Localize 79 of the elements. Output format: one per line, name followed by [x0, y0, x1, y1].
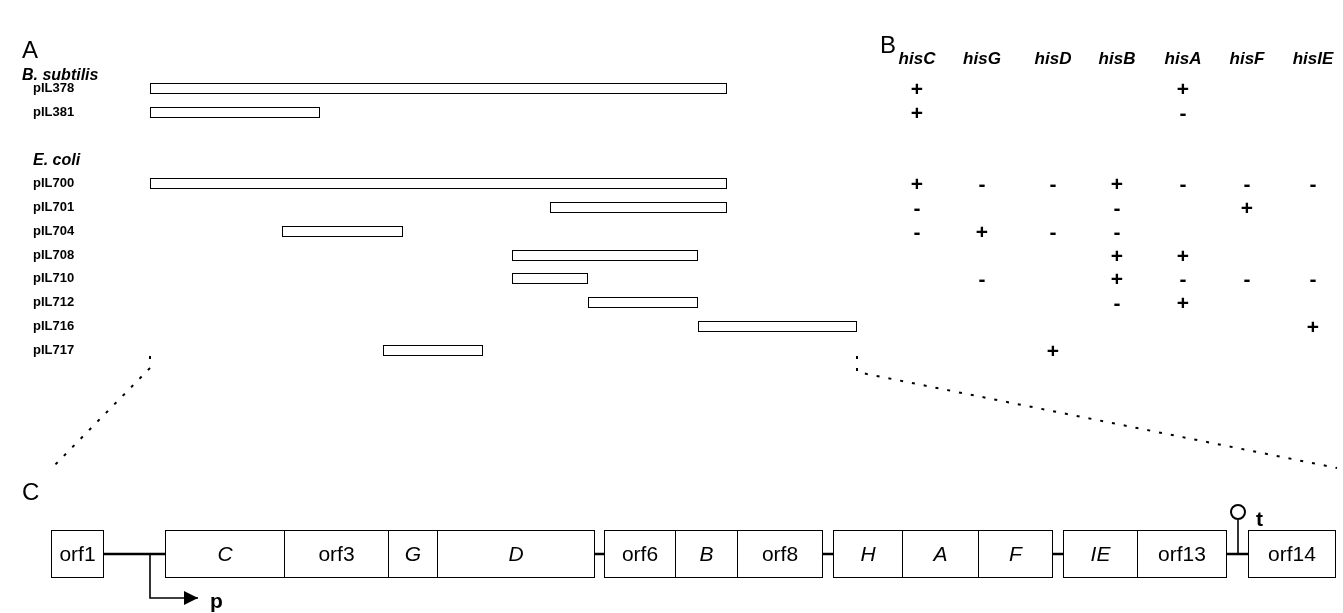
plasmid-label: pIL378 — [33, 81, 75, 94]
insert-bar — [383, 345, 483, 356]
gene-box: orf1 — [51, 530, 104, 578]
gene-box: F — [978, 530, 1053, 578]
result-mark: + — [910, 78, 924, 99]
column-header: hisB — [1098, 50, 1136, 67]
gene-box: IE — [1063, 530, 1138, 578]
insert-bar — [512, 250, 698, 261]
result-mark: - — [978, 173, 986, 194]
result-mark: - — [913, 197, 921, 218]
result-mark: + — [1176, 78, 1190, 99]
gene-box: D — [437, 530, 595, 578]
insert-bar — [698, 321, 857, 332]
column-header: hisA — [1164, 50, 1202, 67]
linker-line — [1227, 552, 1248, 556]
result-mark: - — [1049, 173, 1057, 194]
gene-box: orf13 — [1137, 530, 1227, 578]
plasmid-label: pIL710 — [33, 271, 75, 284]
plasmid-label: pIL381 — [33, 105, 75, 118]
result-mark: - — [1049, 221, 1057, 242]
gene-box: C — [165, 530, 285, 578]
plasmid-label: pIL716 — [33, 319, 75, 332]
result-mark: - — [1113, 197, 1121, 218]
result-mark: - — [1113, 292, 1121, 313]
column-header: hisG — [963, 50, 1001, 67]
gene-box: H — [833, 530, 903, 578]
promoter-label: p — [210, 590, 223, 611]
result-mark: + — [1176, 292, 1190, 313]
result-mark: + — [975, 221, 989, 242]
insert-bar — [282, 226, 403, 237]
insert-bar — [588, 297, 698, 308]
column-header: hisC — [898, 50, 936, 67]
plasmid-label: pIL700 — [33, 176, 75, 189]
column-header: hisF — [1229, 50, 1265, 67]
result-mark: + — [910, 102, 924, 123]
insert-bar — [150, 107, 320, 118]
result-mark: - — [1179, 173, 1187, 194]
gene-box: orf14 — [1248, 530, 1336, 578]
result-mark: + — [1110, 173, 1124, 194]
result-mark: + — [1046, 340, 1060, 361]
gene-box: orf3 — [284, 530, 389, 578]
species-heading: E. coli — [33, 152, 81, 168]
plasmid-label: pIL712 — [33, 295, 75, 308]
gene-box: G — [388, 530, 438, 578]
plasmid-label: pIL701 — [33, 200, 75, 213]
result-mark: - — [1179, 102, 1187, 123]
result-mark: - — [1113, 221, 1121, 242]
result-mark: - — [1309, 268, 1317, 289]
gene-box: orf6 — [604, 530, 676, 578]
plasmid-label: pIL717 — [33, 343, 75, 356]
result-mark: - — [1179, 268, 1187, 289]
result-mark: + — [1240, 197, 1254, 218]
column-header: hisD — [1034, 50, 1072, 67]
result-mark: + — [1306, 316, 1320, 337]
insert-bar — [550, 202, 727, 213]
species-heading: B. subtilis — [22, 67, 99, 83]
result-mark: - — [1243, 268, 1251, 289]
result-mark: - — [913, 221, 921, 242]
linker-line — [104, 552, 165, 556]
result-mark: + — [910, 173, 924, 194]
result-mark: + — [1110, 268, 1124, 289]
gene-box: B — [675, 530, 738, 578]
panel-letter: C — [22, 480, 40, 504]
result-mark: - — [1243, 173, 1251, 194]
column-header: hisIE — [1292, 50, 1334, 67]
result-mark: + — [1176, 245, 1190, 266]
panel-letter: A — [22, 38, 38, 62]
gene-box: A — [902, 530, 979, 578]
insert-bar — [150, 83, 727, 94]
plasmid-label: pIL708 — [33, 248, 75, 261]
insert-bar — [512, 273, 588, 284]
result-mark: + — [1110, 245, 1124, 266]
result-mark: - — [1309, 173, 1317, 194]
gene-box: orf8 — [737, 530, 823, 578]
terminator-label: t — [1256, 508, 1263, 529]
panel-letter: B — [880, 33, 896, 57]
plasmid-label: pIL704 — [33, 224, 75, 237]
result-mark: - — [978, 268, 986, 289]
insert-bar — [150, 178, 727, 189]
